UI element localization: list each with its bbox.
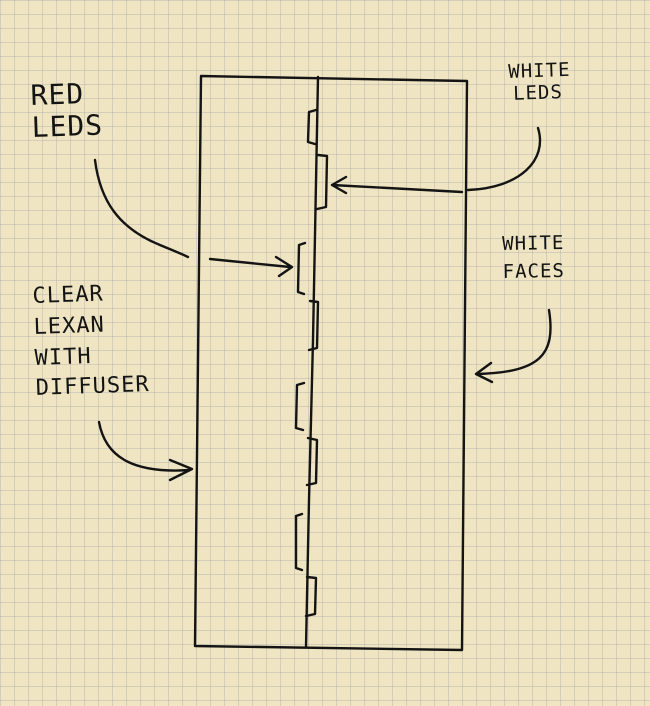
center-divider bbox=[304, 75, 320, 649]
white-faces-label: WHITE FACES bbox=[501, 231, 566, 284]
red-leds-arrow bbox=[93, 158, 294, 278]
label-line: LEDS bbox=[512, 80, 564, 105]
led-block-8 bbox=[304, 575, 318, 618]
white-faces-arrow bbox=[474, 308, 552, 384]
red-leds-label: RED LEDS bbox=[29, 77, 104, 145]
led-block-7 bbox=[294, 512, 304, 572]
label-line: DIFFUSER bbox=[35, 372, 151, 402]
clear-lexan-label: CLEAR LEXAN WITH DIFFUSER bbox=[32, 278, 150, 405]
label-line: LEDS bbox=[31, 108, 104, 145]
label-line: LEXAN bbox=[33, 312, 106, 340]
led-block-6 bbox=[305, 436, 319, 487]
led-block-1 bbox=[306, 108, 318, 146]
white-leds-label: WHITE LEDS bbox=[508, 59, 572, 106]
outer-box bbox=[193, 74, 469, 652]
label-line: CLEAR bbox=[32, 281, 105, 309]
led-block-2 bbox=[315, 153, 329, 211]
label-line: RED bbox=[29, 77, 85, 112]
led-block-3 bbox=[296, 241, 307, 296]
clear-lexan-arrow bbox=[97, 420, 194, 482]
led-block-5 bbox=[294, 381, 306, 432]
label-line: WITH bbox=[34, 343, 93, 371]
label-line: FACES bbox=[502, 259, 566, 283]
led-block-4 bbox=[307, 299, 320, 352]
white-leds-arrow bbox=[330, 126, 542, 195]
label-line: WHITE bbox=[501, 231, 565, 255]
